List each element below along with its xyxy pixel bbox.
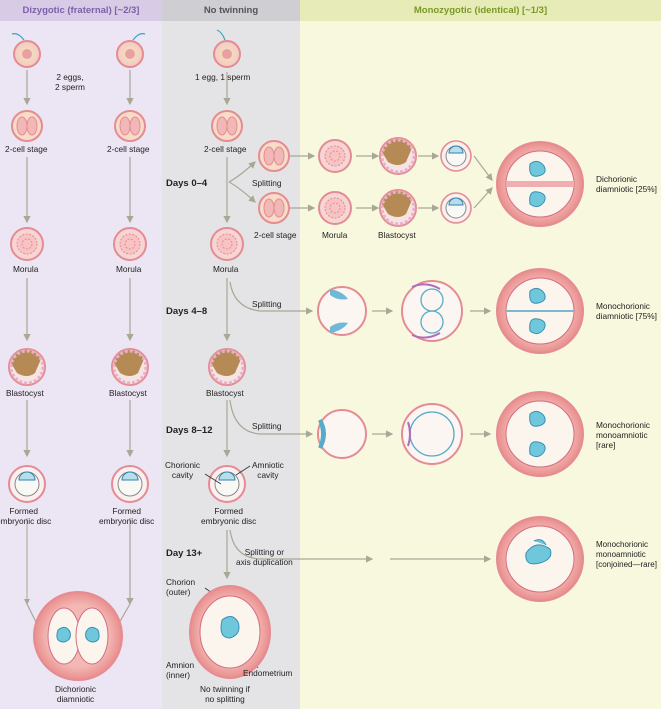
morula-label-b: Morula: [116, 264, 142, 274]
two-cell-label-b: 2-cell stage: [107, 144, 150, 154]
zygote-icons: [11, 29, 241, 68]
no-twinning-if-label: No twinning if no splitting: [200, 684, 250, 704]
outcome-1-label: Dichorionic diamniotic [25%]: [596, 174, 657, 194]
chorion-outer-label: Chorion (outer): [166, 577, 196, 597]
dizygotic-outcome-label: Dichorionic diamniotic: [55, 684, 97, 704]
embryonic-disc-icons: [8, 140, 472, 503]
formed-disc-label-c: Formed embryonic disc: [201, 506, 257, 526]
formed-disc-label-a: Formed embryonic disc: [0, 506, 52, 526]
flow-arrows: [23, 70, 493, 632]
monozygotic-header: Monozygotic (identical) [~1/3]: [300, 0, 661, 21]
morula-icons: [10, 139, 352, 261]
split-blastocyst-icons: [317, 280, 463, 465]
splitting-label-1: Splitting: [252, 178, 282, 188]
days-4-8: Days 4–8: [166, 306, 208, 317]
morula-label-a: Morula: [13, 264, 39, 274]
two-cell-icons: [11, 110, 290, 224]
formed-disc-label-b: Formed embryonic disc: [99, 506, 155, 526]
splitting-label-3: Splitting: [252, 421, 282, 431]
chorionic-cavity-label: Chorionic cavity: [165, 460, 201, 480]
amniotic-cavity-label: Amniotic cavity: [252, 460, 284, 480]
endometrium-label: Endometrium: [243, 668, 293, 678]
day-13-plus: Day 13+: [166, 548, 203, 559]
two-cell-label-c: 2-cell stage: [204, 144, 247, 154]
outcome-2-label: Monochorionic diamniotic [75%]: [596, 301, 657, 321]
one-egg-label: 1 egg, 1 sperm: [195, 72, 251, 82]
monozygotic-column: [300, 0, 661, 709]
blastocyst-icons: [8, 137, 417, 386]
outcome-4-label: Monochorionic monoamniotic [conjoined—ra…: [596, 540, 657, 569]
two-cell-label-d: 2-cell stage: [254, 230, 297, 240]
splitting-axis-label: Splitting or axis duplication: [236, 547, 293, 567]
two-cell-label-a: 2-cell stage: [5, 144, 48, 154]
outcome-3-label: Monochorionic monoamniotic [rare]: [596, 420, 650, 450]
morula-label-d: Morula: [322, 230, 348, 240]
splitting-label-2: Splitting: [252, 299, 282, 309]
days-0-4: Days 0–4: [166, 178, 208, 189]
amnion-inner-label: Amnion (inner): [166, 660, 195, 680]
two-eggs-label: 2 eggs, 2 sperm: [55, 72, 85, 92]
blastocyst-label-d: Blastocyst: [378, 230, 416, 240]
dizygotic-header: Dizygotic (fraternal) [~2/3]: [0, 0, 162, 21]
days-8-12: Days 8–12: [166, 425, 213, 436]
outcome-sacs: [33, 141, 584, 681]
morula-label-c: Morula: [213, 264, 239, 274]
no-twinning-header: No twinning: [162, 0, 300, 21]
blastocyst-label-c: Blastocyst: [206, 388, 244, 398]
blastocyst-label-b: Blastocyst: [109, 388, 147, 398]
blastocyst-label-a: Blastocyst: [6, 388, 44, 398]
